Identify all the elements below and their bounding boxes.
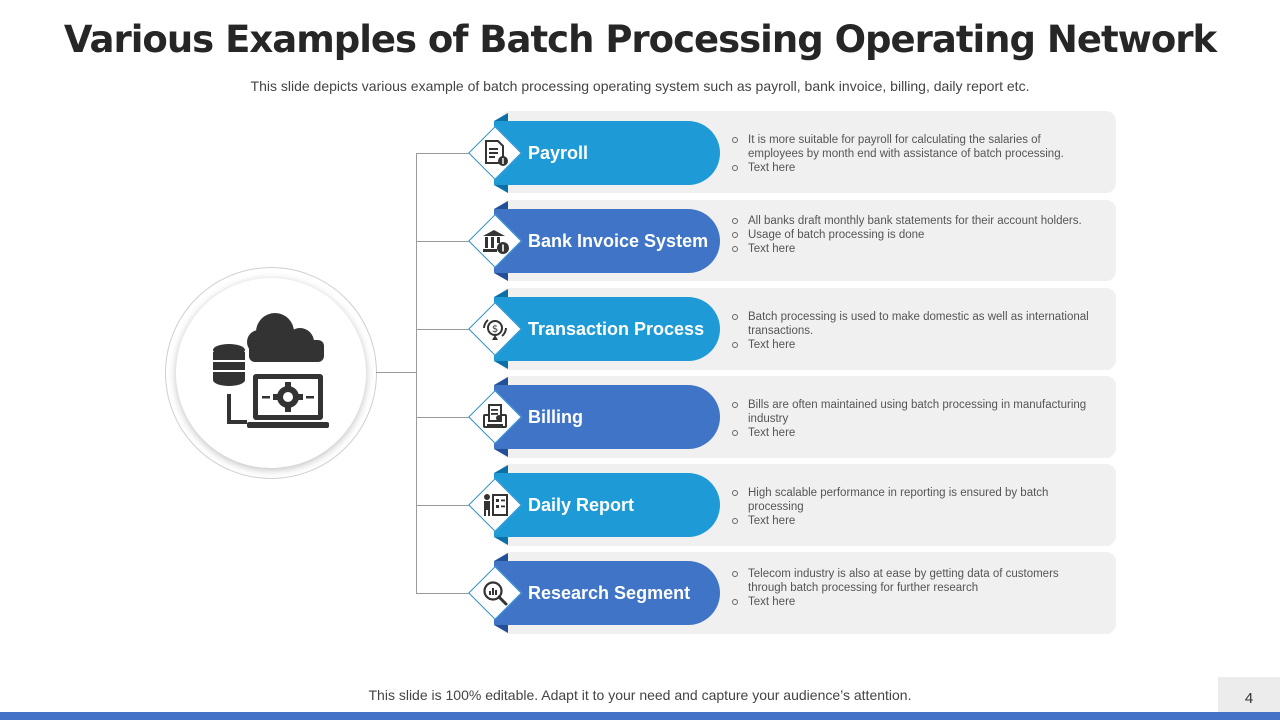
row-icon-badge (468, 566, 522, 620)
row-label-payroll: Payroll (494, 121, 720, 185)
row-bullets-transaction: Batch processing is used to make domesti… (730, 310, 1090, 352)
hub-connector (376, 372, 417, 373)
hub-inner-circle (176, 278, 366, 468)
pill-tab (494, 185, 508, 193)
row-bullets-daily-report: High scalable performance in reporting i… (730, 486, 1090, 528)
bottom-accent-bar (0, 712, 1280, 720)
payroll-document-icon (485, 140, 508, 166)
row-bullets-payroll: It is more suitable for payroll for calc… (730, 133, 1090, 175)
branch-connector (416, 505, 470, 506)
bullet-item: Telecom industry is also at ease by gett… (730, 567, 1090, 595)
row-label-text: Billing (528, 406, 583, 427)
row-icon-badge (468, 390, 522, 444)
row-icon-badge (468, 478, 522, 532)
row-label-text: Transaction Process (528, 318, 705, 339)
cloud-database-laptop-gear-icon (213, 313, 329, 428)
row-label-billing: Billing (494, 385, 720, 449)
row-label-research: Research Segment (494, 561, 720, 625)
pill-tab (494, 449, 508, 457)
pill-tab (494, 361, 508, 369)
row-bullets-billing: Bills are often maintained using batch p… (730, 398, 1090, 440)
branch-connector (416, 417, 470, 418)
page-number: 4 (1218, 677, 1280, 713)
row-label-transaction: Transaction Process (494, 297, 720, 361)
bullet-item: All banks draft monthly bank statements … (730, 214, 1090, 228)
branch-connector (416, 593, 470, 594)
slide-subtitle: This slide depicts various example of ba… (250, 78, 1030, 94)
branch-connector (416, 153, 470, 154)
bullet-item: Text here (730, 426, 1090, 440)
row-label-text: Payroll (528, 142, 589, 163)
row-icon-badge (468, 214, 522, 268)
pill-tab (494, 537, 508, 545)
slide-title: Various Examples of Batch Processing Ope… (63, 18, 1217, 61)
row-bullets-bank-invoice: All banks draft monthly bank statements … (730, 214, 1090, 256)
row-bullets-research: Telecom industry is also at ease by gett… (730, 567, 1090, 609)
row-icon-badge (468, 126, 522, 180)
bullet-item: Text here (730, 514, 1090, 528)
slide-footer: This slide is 100% editable. Adapt it to… (368, 687, 912, 703)
money-transfer-icon: $ (483, 319, 507, 340)
pill-tab (494, 289, 508, 297)
bullet-item: Text here (730, 242, 1090, 256)
pill-tab (494, 273, 508, 281)
pill-tab (494, 465, 508, 473)
pill-tab (494, 553, 508, 561)
pill-tab (494, 377, 508, 385)
bank-icon (483, 230, 509, 254)
row-label-text: Research Segment (528, 582, 691, 603)
svg-text:$: $ (492, 324, 498, 335)
billing-receipt-icon (483, 404, 507, 428)
vertical-connector (416, 153, 417, 594)
bullet-item: Usage of batch processing is done (730, 228, 1090, 242)
pill-tab (494, 113, 508, 121)
branch-connector (416, 329, 470, 330)
pill-tab (494, 201, 508, 209)
bullet-item: Bills are often maintained using batch p… (730, 398, 1090, 426)
row-label-text: Bank Invoice System (528, 230, 709, 251)
row-label-bank-invoice: Bank Invoice System (494, 209, 720, 273)
daily-report-icon (484, 494, 508, 516)
row-label-daily-report: Daily Report (494, 473, 720, 537)
bullet-item: Batch processing is used to make domesti… (730, 310, 1090, 338)
research-magnifier-icon (483, 581, 508, 606)
bullet-item: Text here (730, 595, 1090, 609)
bullet-item: High scalable performance in reporting i… (730, 486, 1090, 514)
row-label-text: Daily Report (528, 494, 635, 515)
pill-tab (494, 625, 508, 633)
branch-connector (416, 241, 470, 242)
bullet-item: Text here (730, 161, 1090, 175)
bullet-item: It is more suitable for payroll for calc… (730, 133, 1090, 161)
row-icon-badge: $ (468, 302, 522, 356)
bullet-item: Text here (730, 338, 1090, 352)
